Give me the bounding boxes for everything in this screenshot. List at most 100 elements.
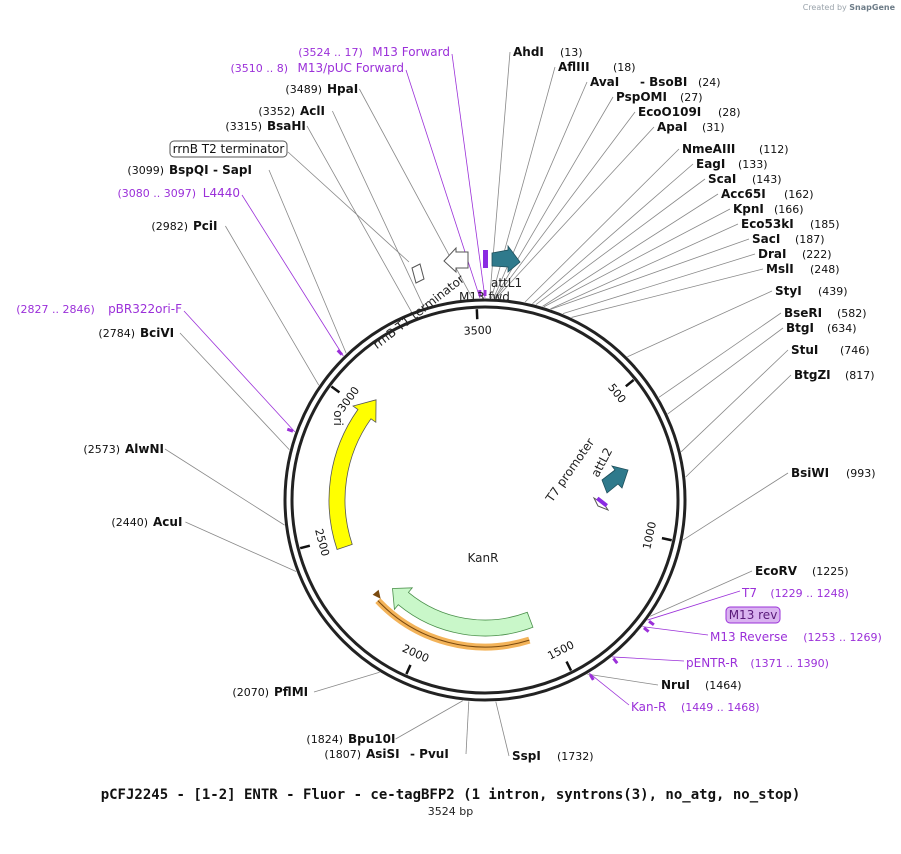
- primer-mark-pbr322ori-f: [286, 427, 294, 433]
- enzyme-pos-nmeaiii: (112): [759, 143, 789, 156]
- enzyme-pos-apai: (31): [702, 121, 725, 134]
- kanr-label: KanR: [468, 551, 499, 565]
- rrnb-t1-terminator-label: rrnB T1 terminator: [370, 272, 467, 352]
- ring-tick-label-1500: 1500: [545, 638, 576, 662]
- kanr-highlight-line: [377, 600, 530, 648]
- ring-tick-label-1000: 1000: [640, 520, 659, 550]
- primer-range-l4440: (3080 .. 3097): [117, 187, 196, 200]
- ori-feature-arrow[interactable]: [328, 399, 377, 550]
- leader-rrnb-t2-terminator: [287, 151, 410, 263]
- leader-pbr322ori-f: [183, 310, 296, 433]
- primer-range-m13-forward: (3524 .. 17): [298, 46, 363, 59]
- primer-m13-puc-forward: M13/pUC Forward: [297, 61, 404, 75]
- enzyme-pos-acc65i: (162): [784, 188, 814, 201]
- enzyme-hpai: HpaI: [327, 82, 358, 96]
- enzyme-btgi: BtgI: [786, 321, 814, 335]
- enzyme-alwni: AlwNI: [125, 442, 164, 456]
- enzyme-bcivi: BciVI: [140, 326, 174, 340]
- enzyme-pos-pcii: (2982): [151, 220, 188, 233]
- leader-acli: [332, 110, 425, 308]
- enzyme-ahdi: AhdI: [513, 45, 544, 59]
- attl1-label: attL1: [491, 276, 522, 290]
- leader-eco53ki: [550, 223, 739, 310]
- leader-scai: [535, 178, 706, 305]
- leader-saci: [550, 238, 750, 310]
- enzyme-pos-sspi: (1732): [557, 750, 594, 763]
- leader-m13-puc-forward: [405, 69, 481, 299]
- enzyme-bspqi: BspQI: [169, 163, 209, 177]
- rrnb-t1-terminator-arrow[interactable]: [443, 246, 469, 274]
- enzyme-bseri: BseRI: [784, 306, 822, 320]
- boxed-label-m13-rev: M13 rev: [729, 608, 778, 622]
- leader-ecoo109i: [494, 111, 636, 299]
- enzyme-pos-pspomi: (27): [680, 91, 703, 104]
- m13-fwd-feature[interactable]: [483, 250, 488, 268]
- leader-nrui: [587, 673, 659, 686]
- ring-tick-label-2500: 2500: [312, 527, 332, 557]
- primer-mark-t7: [648, 620, 655, 627]
- leader-apai: [495, 126, 655, 299]
- enzyme-pos-bsahi: (3315): [225, 120, 262, 133]
- leader-styi: [627, 290, 773, 358]
- enzyme-pos-eagi: (133): [738, 158, 768, 171]
- primer-m13-forward: M13 Forward: [372, 45, 450, 59]
- enzyme-pos-bpu10i: (1824): [306, 733, 343, 746]
- enzyme-pos-bseri: (582): [837, 307, 867, 320]
- enzyme-pspomi: PspOMI: [616, 90, 667, 104]
- enzyme-bpu10i: Bpu10I: [348, 732, 395, 746]
- leader-alwni: [164, 448, 285, 526]
- enzyme-pvui: - PvuI: [410, 747, 449, 761]
- ring-tick-2000: [405, 664, 412, 675]
- boxed-label-bg-m13-rev: [725, 606, 781, 624]
- enzyme-stui: StuI: [791, 343, 818, 357]
- enzyme-pos-alwni: (2573): [83, 443, 120, 456]
- kanr-feature-arrow[interactable]: [392, 587, 534, 637]
- enzyme-pos-drai: (222): [802, 248, 832, 261]
- enzyme-pos-bcivi: (2784): [98, 327, 135, 340]
- leader-pcii: [225, 225, 320, 386]
- primer-m13-reverse: M13 Reverse: [710, 630, 788, 644]
- ring-tick-1000: [661, 536, 672, 542]
- backbone-inner-strand: [290, 305, 680, 695]
- primer-mark-kan-r: [588, 673, 595, 681]
- primer-range-m13-reverse: (1253 .. 1269): [803, 631, 882, 644]
- site-labels: AhdI(13)AflIII(18)AvaI- BsoBI(24)PspOMI(…: [16, 45, 882, 763]
- enzyme-pos-nrui: (1464): [705, 679, 742, 692]
- enzyme-pflmi: PflMI: [274, 685, 308, 699]
- enzyme-saci: SacI: [752, 232, 780, 246]
- t7-primer-mark: [596, 496, 608, 508]
- enzyme-pos-saci: (187): [795, 233, 825, 246]
- enzyme-afliii: AflIII: [558, 60, 590, 74]
- enzyme-btgzi: BtgZI: [794, 368, 831, 382]
- plasmid-size: 3524 bp: [427, 805, 474, 818]
- enzyme-pos-pflmi: (2070): [232, 686, 269, 699]
- primer-t7: T7: [741, 586, 757, 600]
- kanr-highlight-arrowhead: [372, 589, 381, 599]
- attl2-feature-arrow[interactable]: [601, 465, 629, 494]
- leader-stui: [680, 349, 789, 453]
- leader-bseri: [658, 312, 782, 398]
- enzyme-avai: AvaI: [590, 75, 619, 89]
- enzyme-nmeaiii: NmeAIII: [682, 142, 735, 156]
- enzyme-nrui: NruI: [661, 678, 690, 692]
- leader-drai: [562, 253, 756, 315]
- enzyme-pcii: PciI: [193, 219, 218, 233]
- leader-acc65i: [542, 193, 719, 307]
- ring-tick-label-500: 500: [605, 381, 628, 406]
- backbone-ring: [283, 298, 687, 702]
- m13-fwd-label: M13 fwd: [459, 290, 510, 304]
- leader-kpni: [543, 208, 731, 308]
- enzyme-pos-acli: (3352): [258, 105, 295, 118]
- snapgene-credit: Created by SnapGene: [803, 3, 895, 12]
- rrnb-t2-terminator-arrow[interactable]: [411, 263, 425, 284]
- leader-asisi: [465, 701, 470, 755]
- leader-acui: [185, 521, 297, 572]
- enzyme-bsiwi: BsiWI: [791, 466, 829, 480]
- leader-ecorv: [650, 570, 753, 617]
- leader-m13-reverse: [642, 626, 709, 636]
- primer-mark-l4440: [336, 349, 343, 356]
- leader-kan-r: [588, 672, 630, 706]
- attl1-feature-arrow[interactable]: [491, 244, 521, 273]
- ring-tick-2500: [299, 544, 311, 550]
